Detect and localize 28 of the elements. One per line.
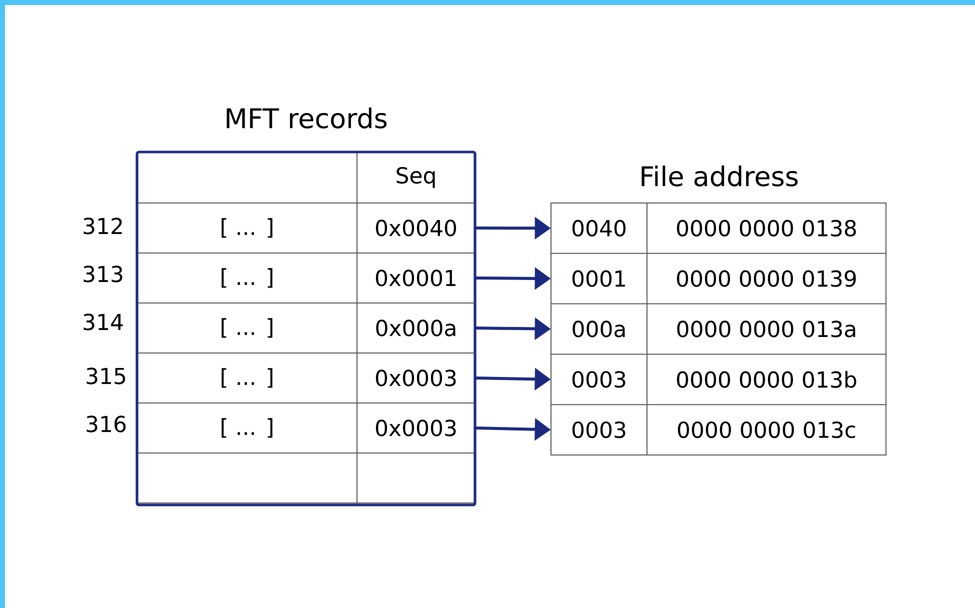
table-cell: 000a — [572, 320, 625, 338]
row-number: 316 — [86, 416, 126, 432]
table-cell: 0000 0000 013c — [678, 421, 856, 438]
table-cell: [ ... ] — [222, 368, 272, 388]
table-cell: 0x0001 — [376, 270, 456, 286]
table-cell: 0001 — [572, 270, 625, 287]
row-number: 315 — [86, 368, 126, 384]
table-cell: [ ... ] — [222, 318, 272, 338]
table-cell: 0x0003 — [376, 370, 456, 386]
table-cell: 0040 — [572, 220, 626, 237]
row-number: 313 — [84, 266, 122, 282]
table-title: MFT records — [226, 108, 387, 128]
table-cell: Seq — [396, 167, 435, 188]
row-number: 312 — [84, 218, 122, 234]
table-cell: 0003 — [572, 371, 626, 388]
table-cell: 0003 — [572, 421, 626, 438]
row-number: 314 — [84, 314, 123, 330]
table-cell: 0x0003 — [376, 420, 456, 436]
table-cell: [ ... ] — [222, 418, 272, 438]
table-cell: 0x0040 — [376, 220, 456, 236]
table-cell: 0000 0000 013b — [676, 370, 856, 388]
table-cell: [ ... ] — [222, 218, 272, 238]
table-title: File address — [642, 166, 798, 186]
table-cell: [ ... ] — [222, 268, 272, 288]
table-cell: 0000 0000 0139 — [676, 270, 856, 287]
table-cell: 0x000a — [376, 320, 456, 336]
table-cell: 0000 0000 013a — [677, 320, 856, 338]
table-cell: 0000 0000 0138 — [676, 220, 856, 237]
